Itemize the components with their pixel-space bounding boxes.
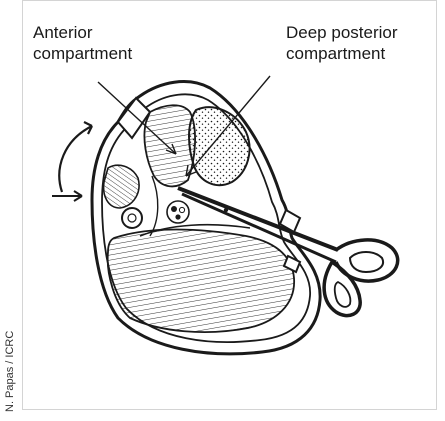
neurovascular-bundle [167,201,189,223]
label-anterior-compartment: Anterior compartment [33,22,132,64]
label-deep-posterior-compartment: Deep posterior compartment [286,22,398,64]
retraction-arrow [59,126,92,192]
lateral-muscle [104,165,139,208]
label-deep-line2: compartment [286,43,398,64]
image-credit-text: N. Papas / ICRC [4,331,16,412]
label-anterior-line1: Anterior [33,22,132,43]
label-deep-line1: Deep posterior [286,22,398,43]
posterior-muscle [108,230,294,333]
image-credit: N. Papas / ICRC [2,312,16,412]
label-anterior-line2: compartment [33,43,132,64]
